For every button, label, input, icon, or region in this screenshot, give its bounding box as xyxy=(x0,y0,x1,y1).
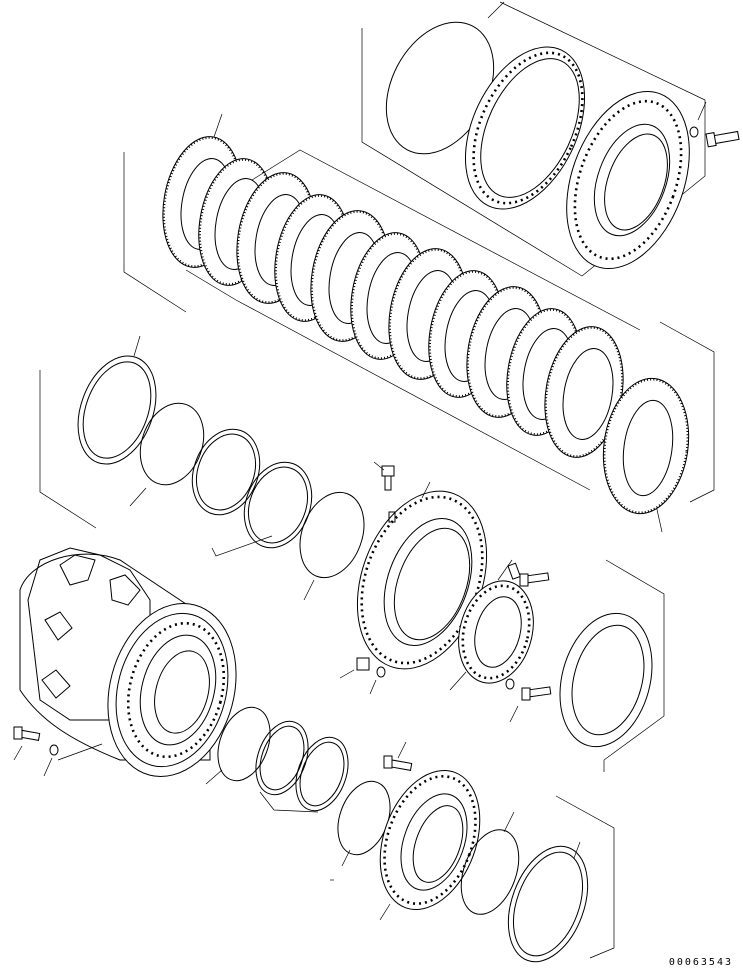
group-bracket-plates-right xyxy=(659,321,715,503)
retainer-cover xyxy=(464,46,586,210)
floating-seal xyxy=(507,795,615,963)
seal-ring-thick xyxy=(77,335,157,465)
seal-ring-thick xyxy=(295,736,349,812)
bottom-seal-group xyxy=(205,706,615,963)
lock-plate xyxy=(497,559,521,581)
bolt-middle xyxy=(519,572,550,587)
thrust-plate xyxy=(559,559,665,772)
seal-ring-thick xyxy=(191,428,261,516)
o-ring xyxy=(205,706,271,785)
o-ring xyxy=(299,491,365,601)
plug-lower xyxy=(339,657,386,695)
floating-seal-carrier xyxy=(379,770,481,921)
drawing-number: 00063543 xyxy=(668,957,733,968)
group-bracket-middle xyxy=(39,370,97,529)
end-plate xyxy=(602,377,690,515)
plug-bolt-upper xyxy=(373,461,395,491)
group-bracket-plates xyxy=(123,152,187,313)
group-bracket-bottom xyxy=(555,795,615,959)
seal-ring-thick xyxy=(255,720,309,796)
middle-seal-group xyxy=(39,335,365,601)
bolt-top xyxy=(705,130,740,148)
top-assembly-group xyxy=(361,1,740,277)
washer-hub xyxy=(43,744,59,777)
bolt-lower-right xyxy=(509,686,552,723)
bolt-bottom xyxy=(383,741,413,771)
group-bracket-right xyxy=(603,559,665,772)
brake-housing xyxy=(566,90,690,270)
o-ring xyxy=(460,811,520,915)
o-ring xyxy=(129,402,205,507)
leader-line xyxy=(487,1,505,19)
washer-small xyxy=(388,481,431,523)
sprocket-hub xyxy=(19,547,237,778)
bolt-hub xyxy=(13,726,41,761)
washer-top xyxy=(689,101,707,138)
clutch-plate-stack xyxy=(123,113,715,533)
seal-ring-thick xyxy=(243,461,313,549)
bearing-cage xyxy=(449,580,534,691)
washer-middle xyxy=(505,678,515,690)
